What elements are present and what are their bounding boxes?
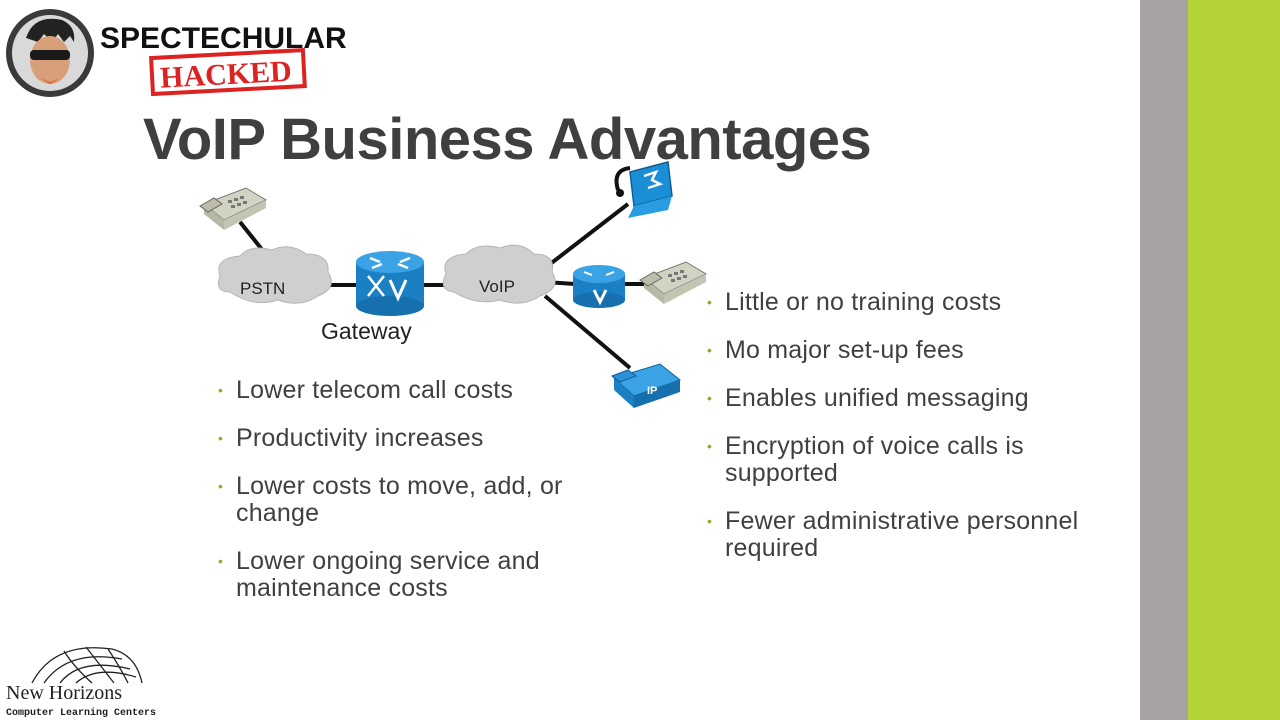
bullet-text: Lower ongoing service and maintenance co… bbox=[236, 547, 540, 602]
list-item: •Fewer administrative personnel required bbox=[707, 507, 1079, 562]
list-item: •Lower telecom call costs bbox=[218, 376, 514, 404]
side-band-green bbox=[1188, 0, 1280, 720]
voip-cloud: VoIP bbox=[442, 244, 556, 304]
globe-icon bbox=[31, 646, 143, 684]
spectechular-logo: SPECTECHULAR HACKED bbox=[6, 9, 347, 97]
bullet-text: Lower telecom call costs bbox=[236, 376, 514, 404]
left-bullet-list: •Lower telecom call costs •Productivity … bbox=[218, 377, 638, 623]
list-item: •Enables unified messaging bbox=[707, 384, 1029, 412]
voice-router-icon bbox=[573, 265, 625, 308]
bullet-text: Enables unified messaging bbox=[725, 384, 1029, 412]
list-item: •Encryption of voice calls is supported bbox=[707, 432, 1024, 487]
bullet-text: Mo major set-up fees bbox=[725, 336, 964, 364]
voip-network-diagram: PSTN Gateway VoIP bbox=[199, 161, 708, 408]
logo-text: SPECTECHULAR bbox=[100, 22, 347, 55]
footer-logo-tagline: Computer Learning Centers bbox=[6, 707, 156, 717]
list-item: •Productivity increases bbox=[218, 424, 484, 452]
logo-stamp: HACKED bbox=[159, 55, 292, 95]
svg-text:IP: IP bbox=[647, 385, 657, 397]
voip-label: VoIP bbox=[479, 277, 515, 296]
list-item: •Lower ongoing service and maintenance c… bbox=[218, 547, 540, 602]
bullet-text: Encryption of voice calls is supported bbox=[725, 432, 1024, 487]
pstn-label: PSTN bbox=[240, 279, 285, 298]
footer-logo-name: New Horizons bbox=[6, 682, 122, 704]
analog-phone-icon bbox=[199, 187, 268, 230]
bullet-text: Little or no training costs bbox=[725, 288, 1002, 316]
gateway-label: Gateway bbox=[321, 318, 412, 344]
list-item: •Lower costs to move, add, or change bbox=[218, 472, 563, 527]
bullet-text: Productivity increases bbox=[236, 424, 484, 452]
bullet-text: Lower costs to move, add, or change bbox=[236, 472, 563, 527]
bullet-text: Fewer administrative personnel required bbox=[725, 507, 1079, 562]
list-item: •Mo major set-up fees bbox=[707, 336, 964, 364]
right-bullet-list: •Little or no training costs •Mo major s… bbox=[707, 289, 1097, 583]
ip-phone-icon: IP bbox=[610, 363, 682, 408]
pstn-cloud: PSTN bbox=[217, 246, 332, 304]
softphone-laptop-icon bbox=[614, 161, 673, 218]
side-band-gray bbox=[1140, 0, 1188, 720]
gateway-router-icon bbox=[356, 251, 424, 316]
desk-phone-icon bbox=[639, 261, 708, 304]
slide-title: VoIP Business Advantages bbox=[143, 107, 872, 172]
new-horizons-logo: New Horizons Computer Learning Centers bbox=[6, 646, 156, 717]
list-item: •Little or no training costs bbox=[707, 288, 1002, 316]
